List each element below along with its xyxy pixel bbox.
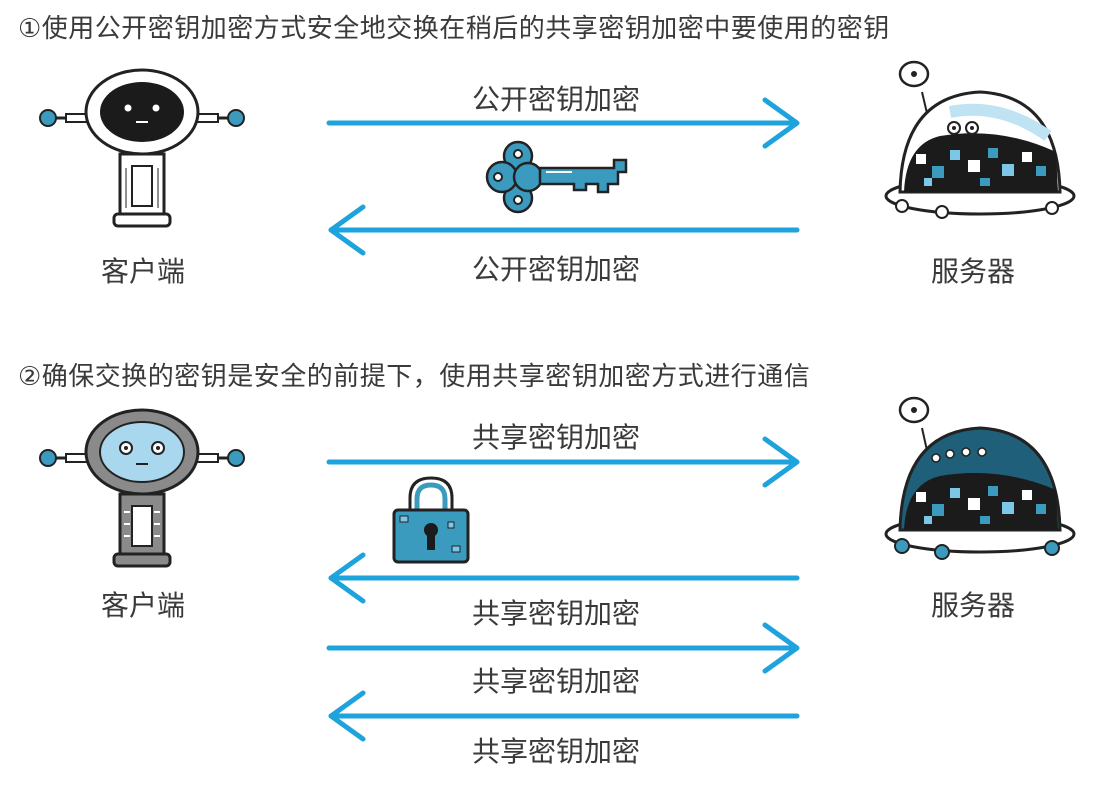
arrow-to-server (326, 97, 800, 149)
server-label: 服务器 (930, 589, 1016, 622)
step1-title: ①使用公开密钥加密方式安全地交换在稍后的共享密钥加密中要使用的密钥 (18, 14, 890, 44)
client-label: 客户端 (100, 589, 186, 622)
arrow-label-to-client: 公开密钥加密 (471, 253, 641, 286)
step2-title: ②确保交换的密钥是安全的前提下，使用共享密钥加密方式进行通信 (18, 362, 811, 392)
server-robot-icon (884, 60, 1076, 219)
arrow-to-client (328, 690, 800, 742)
client-robot-icon (39, 68, 245, 228)
arrow-label-to-client: 共享密钥加密 (471, 735, 641, 768)
arrow-label-to-server: 公开密钥加密 (471, 83, 641, 116)
client-label: 客户端 (100, 255, 186, 288)
arrow-label-to-server: 共享密钥加密 (471, 665, 641, 698)
arrow-to-server (326, 622, 800, 674)
padlock-icon (392, 476, 470, 564)
arrow-to-client (328, 552, 800, 604)
arrow-label-to-server: 共享密钥加密 (471, 421, 641, 454)
arrow-label-to-client: 共享密钥加密 (471, 597, 641, 630)
server-robot-icon (884, 396, 1076, 560)
client-robot-icon (39, 408, 245, 568)
server-label: 服务器 (930, 255, 1016, 288)
key-icon (485, 140, 628, 214)
arrow-to-server (326, 436, 800, 488)
arrow-to-client (328, 204, 800, 256)
